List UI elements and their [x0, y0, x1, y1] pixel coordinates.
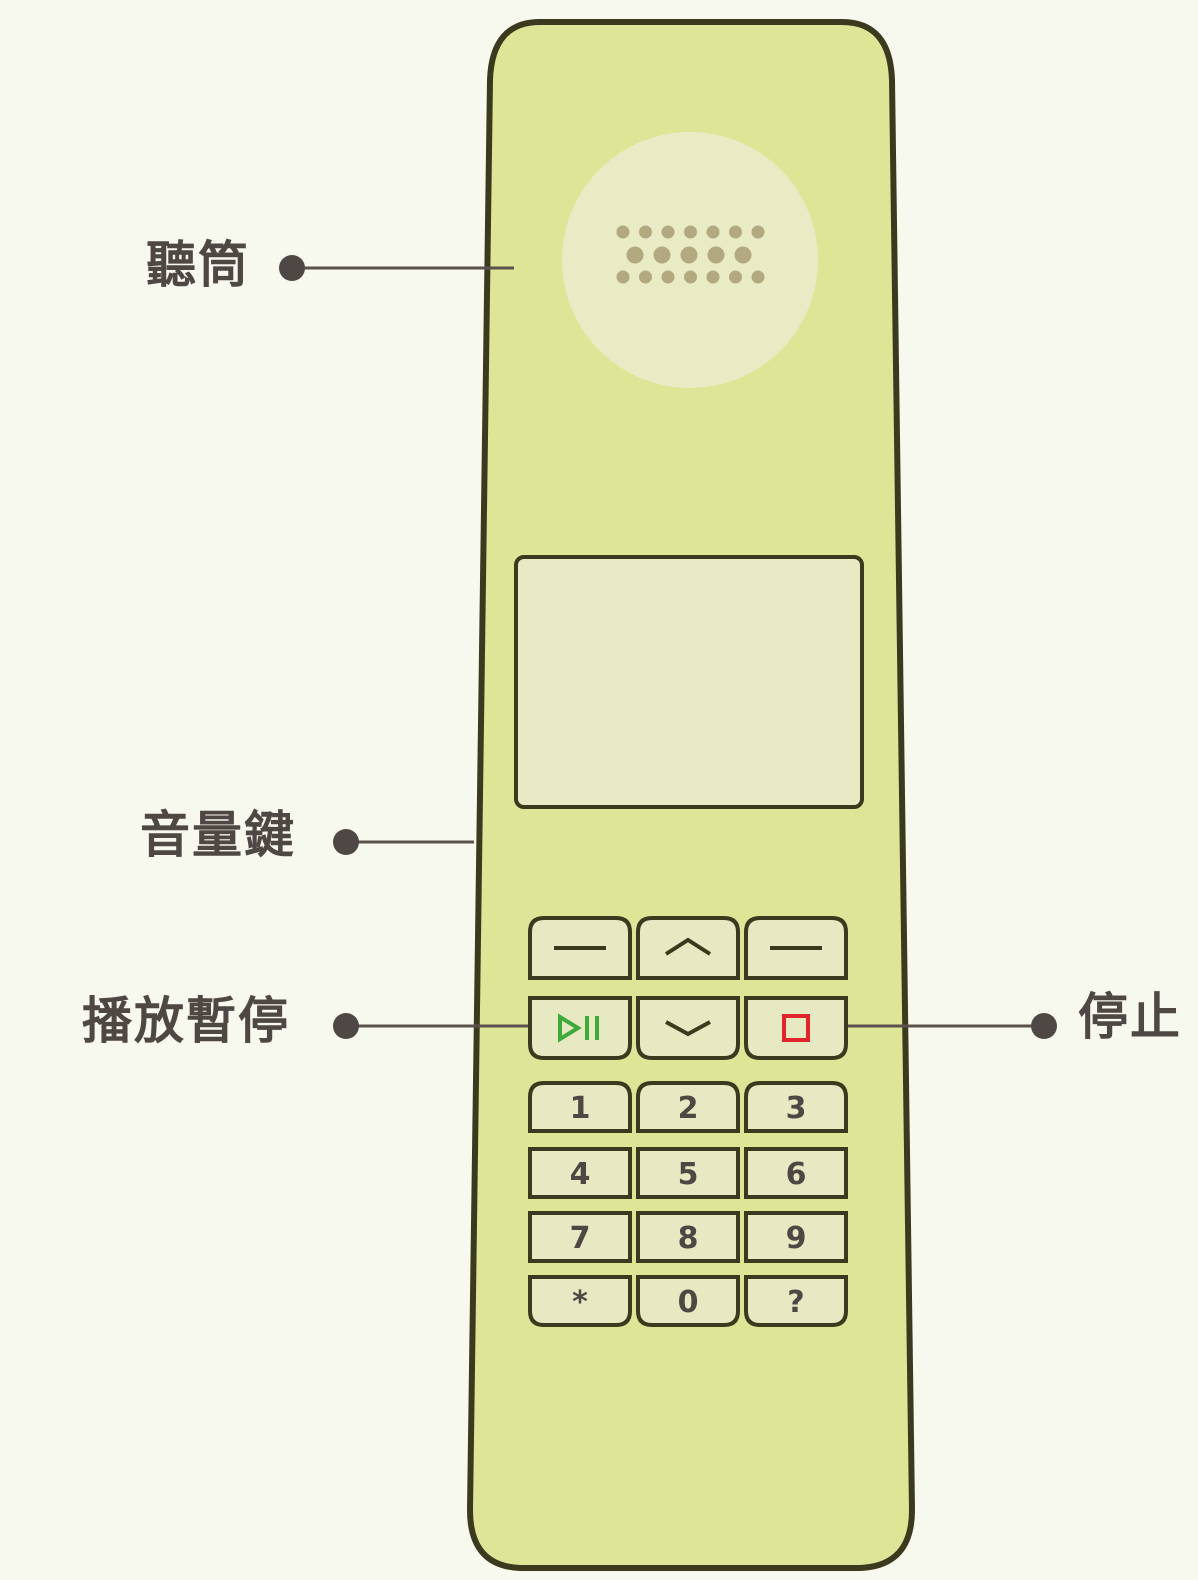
stop-button-face [744, 996, 848, 1060]
speaker-dot [661, 225, 675, 239]
stop-icon [782, 1014, 810, 1042]
key-label: ? [787, 1285, 804, 1320]
speaker-dot [729, 225, 742, 239]
key-9[interactable]: 9 [744, 1211, 848, 1263]
stop-callout-dot [1031, 1013, 1057, 1039]
volume-callout-dot [333, 829, 359, 855]
callout-lines [279, 255, 1057, 1039]
key-0[interactable]: 0 [636, 1275, 740, 1327]
earpiece-label: 聽筒 [146, 236, 250, 294]
down-key-face [636, 996, 740, 1060]
right-softkey[interactable] [744, 916, 848, 980]
key-0-face [636, 1275, 740, 1327]
key-4-face [528, 1147, 632, 1199]
chevron-down-icon [665, 1020, 711, 1037]
key-4[interactable]: 4 [528, 1147, 632, 1199]
speaker-dot [684, 225, 697, 239]
speaker-dot [751, 270, 765, 284]
key-question[interactable]: ? [744, 1275, 848, 1327]
volume-key-label: 音量鍵 [140, 806, 296, 864]
speaker-dot [616, 225, 630, 239]
left-softkey[interactable] [528, 916, 632, 980]
key-question-face [744, 1275, 848, 1327]
key-label: 7 [570, 1221, 591, 1256]
key-3[interactable]: 3 [744, 1081, 848, 1133]
key-star[interactable]: * [528, 1275, 632, 1327]
display-screen [514, 555, 864, 809]
chevron-up-icon [664, 937, 712, 956]
up-key[interactable] [636, 916, 740, 980]
key-1-face [528, 1081, 632, 1133]
speaker-dot [729, 270, 742, 284]
speaker-dot [751, 225, 765, 239]
key-label: 6 [786, 1157, 807, 1192]
key-star-face [528, 1275, 632, 1327]
speaker-dot [639, 225, 652, 239]
key-5-face [636, 1147, 740, 1199]
speaker-dot [639, 270, 652, 284]
keypad: 1 2 3 4 5 6 7 8 9 * 0? [528, 916, 848, 1327]
speaker-dot [661, 270, 675, 284]
play-pause-callout-dot [333, 1013, 359, 1039]
key-8-face [636, 1211, 740, 1263]
key-label: 2 [678, 1091, 699, 1126]
key-9-face [744, 1211, 848, 1263]
key-8[interactable]: 8 [636, 1211, 740, 1263]
key-label: 9 [786, 1221, 807, 1256]
play-pause-button[interactable] [528, 996, 632, 1060]
speaker-dot [684, 270, 697, 284]
stop-label: 停止 [1078, 988, 1182, 1046]
key-2[interactable]: 2 [636, 1081, 740, 1133]
key-label: 3 [786, 1091, 807, 1126]
key-5[interactable]: 5 [636, 1147, 740, 1199]
key-label: 4 [570, 1157, 591, 1192]
speaker-dot [706, 270, 720, 284]
key-label: 8 [678, 1221, 699, 1256]
play-icon [558, 1013, 582, 1043]
key-label: 1 [570, 1091, 591, 1126]
key-label: 0 [678, 1285, 699, 1320]
speaker-dot [626, 246, 644, 264]
key-7-face [528, 1211, 632, 1263]
down-key[interactable] [636, 996, 740, 1060]
key-3-face [744, 1081, 848, 1133]
earpiece-callout-dot [279, 255, 305, 281]
speaker-dot [734, 246, 752, 264]
key-label: 5 [678, 1157, 699, 1192]
key-2-face [636, 1081, 740, 1133]
stop-button[interactable] [744, 996, 848, 1060]
speaker-grille-icon [616, 225, 765, 284]
speaker-dot [707, 246, 725, 264]
key-6[interactable]: 6 [744, 1147, 848, 1199]
up-key-face [636, 916, 740, 980]
speaker-dot [616, 270, 630, 284]
speaker-dot [680, 246, 698, 264]
speaker-dot [653, 246, 671, 264]
key-label: * [572, 1285, 588, 1320]
key-1[interactable]: 1 [528, 1081, 632, 1133]
speaker-dot [706, 225, 720, 239]
key-7[interactable]: 7 [528, 1211, 632, 1263]
key-6-face [744, 1147, 848, 1199]
play-pause-label: 播放暫停 [82, 992, 290, 1050]
